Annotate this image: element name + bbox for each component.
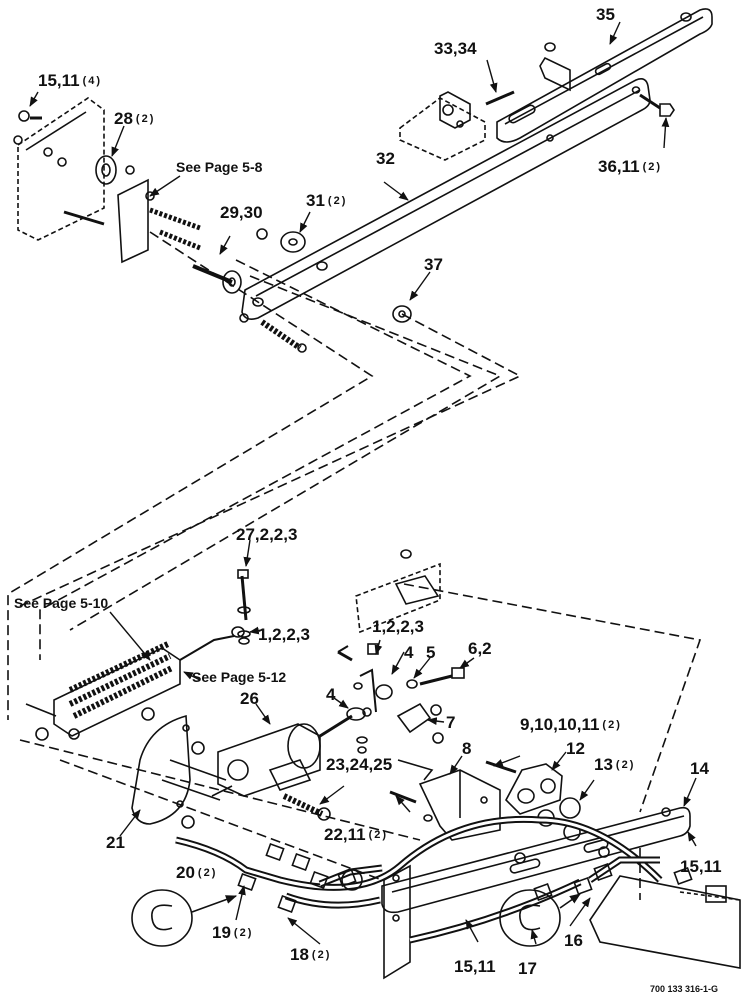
callout-circle-20 (131, 889, 238, 947)
lower-right-box (589, 875, 741, 969)
callout-14: 14 (690, 759, 709, 778)
callout-4-mid: 4 (326, 685, 336, 704)
callout-4-top: 4 (404, 643, 414, 662)
callout-28: 28(2) (114, 109, 156, 128)
disc-plate-21 (131, 707, 227, 829)
bolt-36 (639, 93, 675, 117)
callout-27: 27,2,2,3 (236, 525, 298, 544)
spring-assembly (25, 626, 245, 741)
dashed-link (7, 231, 522, 720)
long-bar-14 (381, 806, 691, 914)
callout-6-2: 6,2 (468, 639, 492, 658)
mount-plate (383, 864, 411, 980)
link-plates-12 (485, 760, 581, 841)
washer-31 (280, 231, 306, 253)
bolt-33 (439, 90, 515, 129)
callout-37: 37 (424, 255, 443, 274)
arm-bracket (539, 42, 571, 142)
callout-15-11-top: 15,11(4) (38, 71, 103, 90)
callout-1-left: 1,2,2,3 (258, 625, 310, 644)
page-ref-5-12: See Page 5-12 (192, 669, 287, 685)
dashed-lower-frame (19, 583, 702, 900)
callout-8: 8 (462, 739, 472, 758)
callout-15-11-bottom: 15,11 (454, 957, 496, 976)
page-ref-5-10: See Page 5-10 (14, 595, 109, 611)
callout-7: 7 (446, 713, 456, 732)
callout-17: 17 (518, 959, 537, 978)
hoses (175, 815, 663, 944)
lower-arm-32 (241, 78, 651, 320)
figure-id: 700 133 316-1-G (650, 984, 719, 994)
callout-9: 9,10,10,11(2) (520, 715, 622, 734)
dashed-mount-plate (355, 562, 441, 634)
callout-32: 32 (376, 149, 395, 168)
upper-mount-bracket (13, 97, 201, 264)
callout-5: 5 (426, 643, 436, 662)
callout-13: 13(2) (594, 755, 636, 774)
callout-19: 19(2) (212, 923, 254, 942)
callout-29-30: 29,30 (220, 203, 263, 222)
callout-35: 35 (596, 5, 615, 24)
page-ref-5-8: See Page 5-8 (176, 159, 263, 175)
upper-arm-35 (496, 8, 713, 143)
callout-16: 16 (564, 931, 583, 950)
dashed-plate-33 (399, 97, 486, 161)
callout-21: 21 (106, 833, 125, 852)
callout-33-34: 33,34 (434, 39, 477, 58)
cylinder-26 (211, 714, 353, 821)
callout-23: 23,24,25 (326, 755, 393, 774)
callout-36-11: 36,11(2) (598, 157, 663, 176)
spring-lower (260, 319, 302, 351)
bolt-stack-27 (237, 569, 251, 645)
leader-lines (29, 21, 697, 945)
callout-18: 18(2) (290, 945, 332, 964)
callout-1-right: 1,2,2,3 (372, 617, 424, 636)
callout-22: 22,11(2) (324, 825, 389, 844)
callout-20: 20(2) (176, 863, 218, 882)
callout-26: 26 (240, 689, 259, 708)
small-fittings (337, 643, 465, 754)
bracket-8 (389, 759, 501, 841)
callout-15-11-right: 15,11 (680, 857, 722, 876)
washer-37 (392, 305, 412, 323)
callout-12: 12 (566, 739, 585, 758)
pivot-bolt-29 (192, 264, 242, 294)
callout-31: 31(2) (306, 191, 348, 210)
